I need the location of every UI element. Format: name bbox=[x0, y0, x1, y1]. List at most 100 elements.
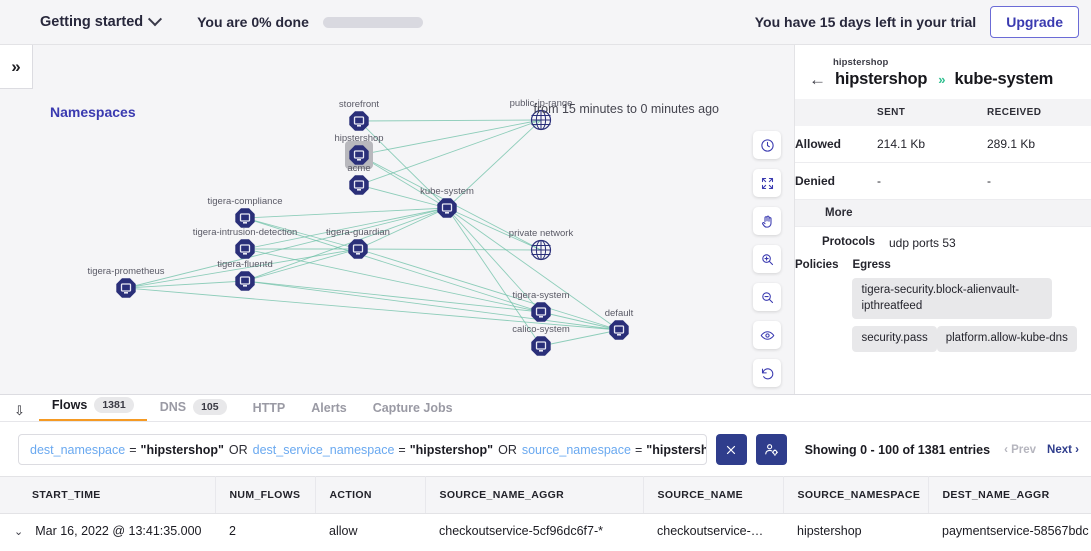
graph-node-label-tigera-intrusion-detection: tigera-intrusion-detection bbox=[192, 227, 298, 238]
results-count: Showing 0 - 100 of 1381 entries bbox=[804, 442, 991, 457]
graph-edge bbox=[446, 207, 542, 313]
policy-chip[interactable]: security.pass bbox=[852, 326, 937, 352]
getting-started-dropdown[interactable]: Getting started bbox=[40, 12, 163, 30]
detail-table-body: Allowed 214.1 Kb 289.1 Kb Denied - - bbox=[795, 126, 1091, 200]
detail-policies-direction: Egress bbox=[852, 259, 891, 271]
screen-icon bbox=[535, 307, 547, 316]
flow-detail-panel: hipstershop ← hipstershop » kube-system … bbox=[795, 45, 1091, 394]
graph-node-tigera-system[interactable] bbox=[531, 302, 551, 322]
graph-node-calico-system[interactable] bbox=[531, 336, 551, 356]
graph-node-default[interactable] bbox=[609, 320, 629, 340]
screen-stand bbox=[539, 316, 543, 318]
flows-col-source_namespace[interactable]: SOURCE_NAMESPACE bbox=[783, 476, 929, 514]
graph-edge bbox=[540, 311, 620, 331]
query-token-or: OR bbox=[498, 442, 517, 457]
query-token-field: dest_service_namespace bbox=[252, 442, 395, 457]
flows-col-source_name_aggr[interactable]: SOURCE_NAME_AGGR bbox=[425, 476, 644, 514]
service-graph-panel[interactable]: » Namespaces from 15 minutes to 0 minute… bbox=[0, 45, 795, 394]
policy-chip[interactable]: platform.allow-kube-dns bbox=[936, 326, 1077, 352]
detail-label-allowed: Allowed bbox=[795, 126, 877, 163]
expand-icon[interactable] bbox=[753, 169, 781, 197]
next-page-button[interactable]: Next › bbox=[1047, 443, 1079, 456]
graph-node-tigera-intrusion-detection[interactable] bbox=[235, 239, 255, 259]
graph-node-storefront[interactable] bbox=[349, 111, 369, 131]
detail-policies-label: Policies bbox=[795, 259, 839, 271]
flows-col-start_time[interactable]: START_TIME bbox=[0, 476, 216, 514]
query-token-value: "hipstershop" bbox=[646, 442, 705, 457]
graph-node-tigera-prometheus[interactable] bbox=[116, 278, 136, 298]
graph-node-tigera-compliance[interactable] bbox=[235, 208, 255, 228]
screen-icon bbox=[613, 325, 625, 334]
clear-query-button[interactable] bbox=[715, 434, 747, 465]
eye-icon[interactable] bbox=[753, 321, 781, 349]
double-chevron-down-icon[interactable]: ⇩ bbox=[14, 403, 25, 418]
zoom-in-icon[interactable] bbox=[753, 245, 781, 273]
screen-icon bbox=[353, 180, 365, 189]
flows-col-source_name[interactable]: SOURCE_NAME bbox=[643, 476, 784, 514]
graph-node-tigera-guardian[interactable] bbox=[348, 239, 368, 259]
screen-stand bbox=[357, 125, 361, 127]
prev-page-button[interactable]: ‹ Prev bbox=[1004, 443, 1037, 456]
flows-col-dest_name_aggr[interactable]: DEST_NAME_AGGR bbox=[928, 476, 1091, 514]
graph-node-kube-system[interactable] bbox=[437, 198, 457, 218]
tab-http[interactable]: HTTP bbox=[240, 401, 299, 421]
graph-node-acme[interactable] bbox=[349, 175, 369, 195]
graph-node-label-tigera-compliance: tigera-compliance bbox=[207, 196, 283, 207]
graph-node-private-network[interactable] bbox=[530, 239, 552, 261]
flows-col-action[interactable]: ACTION bbox=[315, 476, 426, 514]
tab-label: HTTP bbox=[252, 401, 286, 415]
screen-stand bbox=[357, 159, 361, 161]
flows-col-num_flows[interactable]: NUM_FLOWS bbox=[215, 476, 316, 514]
clock-icon[interactable] bbox=[753, 131, 781, 159]
graph-node-label-tigera-system: tigera-system bbox=[512, 290, 570, 301]
detail-header: hipstershop ← hipstershop » kube-system bbox=[795, 45, 1091, 99]
graph-edge bbox=[358, 119, 542, 122]
detail-row-allowed: Allowed 214.1 Kb 289.1 Kb bbox=[795, 126, 1091, 163]
tab-badge: 105 bbox=[193, 399, 227, 415]
detail-col-blank bbox=[795, 99, 877, 126]
policy-chip[interactable]: tigera-security.block-alienvault-ipthrea… bbox=[852, 278, 1053, 320]
graph-node-public-ip-range[interactable] bbox=[530, 109, 552, 131]
graph-title-namespaces[interactable]: Namespaces bbox=[50, 104, 136, 120]
cell-start_time: ⌄Mar 16, 2022 @ 13:41:35.000 bbox=[0, 514, 215, 549]
back-arrow-icon[interactable]: ← bbox=[809, 70, 826, 89]
tab-capture-jobs[interactable]: Capture Jobs bbox=[360, 401, 466, 421]
pagination: ‹ Prev Next › bbox=[1004, 444, 1079, 456]
detail-table-head: SENT RECEIVED bbox=[795, 99, 1091, 126]
detail-more-section-header[interactable]: More bbox=[795, 200, 1091, 227]
chevron-down-icon[interactable]: ⌄ bbox=[14, 526, 24, 538]
graph-node-hipstershop[interactable] bbox=[345, 141, 373, 169]
graph-edge bbox=[446, 207, 542, 347]
detail-denied-received: - bbox=[987, 162, 1091, 200]
hand-icon[interactable] bbox=[753, 207, 781, 235]
screen-icon bbox=[353, 150, 365, 159]
graph-time-range-label: from 15 minutes to 0 minutes ago bbox=[533, 102, 719, 116]
namespace-node-shape bbox=[609, 320, 629, 340]
query-token-op: = bbox=[398, 442, 406, 457]
tab-alerts[interactable]: Alerts bbox=[298, 401, 359, 421]
graph-node-label-public-ip-range: public-ip-range bbox=[509, 98, 573, 109]
zoom-out-icon[interactable] bbox=[753, 283, 781, 311]
screen-icon bbox=[239, 276, 251, 285]
graph-node-tigera-fluentd[interactable] bbox=[235, 271, 255, 291]
graph-edge bbox=[244, 207, 448, 250]
detail-protocols-label: Protocols bbox=[821, 236, 875, 248]
sidebar-expand-button[interactable]: » bbox=[0, 45, 33, 89]
user-settings-button[interactable] bbox=[755, 434, 787, 465]
namespace-node-shape bbox=[348, 239, 368, 259]
progress-text: You are 0% done bbox=[197, 14, 309, 30]
undo-icon[interactable] bbox=[753, 359, 781, 387]
screen-stand bbox=[243, 222, 247, 224]
graph-canvas[interactable] bbox=[0, 45, 795, 394]
upgrade-button[interactable]: Upgrade bbox=[990, 6, 1079, 38]
screen-icon bbox=[441, 203, 453, 212]
query-token-op: = bbox=[129, 442, 137, 457]
graph-node-label-calico-system: calico-system bbox=[512, 324, 570, 335]
